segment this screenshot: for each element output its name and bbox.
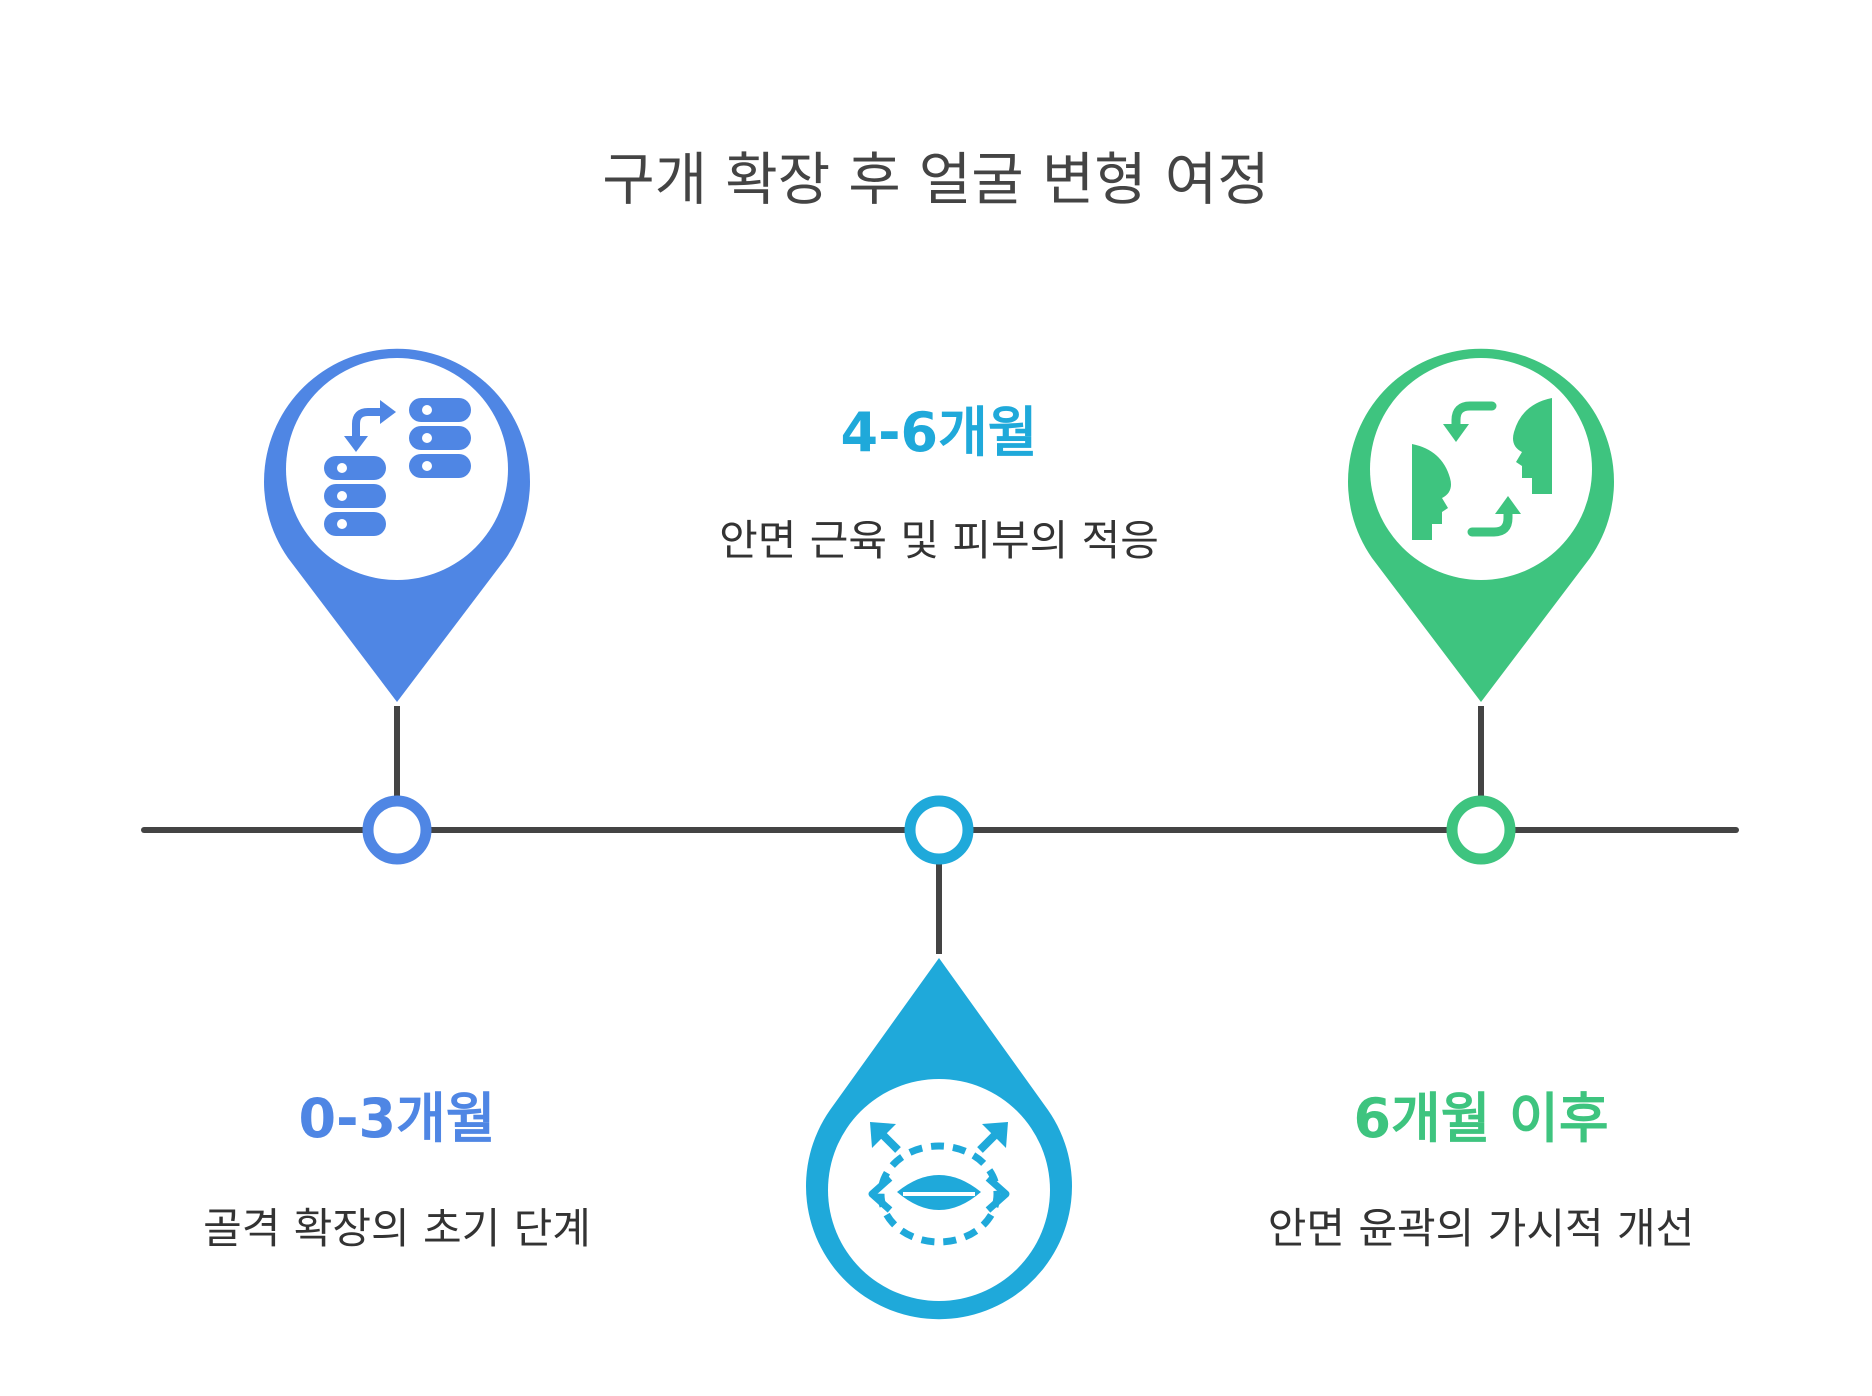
stage-label-3: 6개월 이후 xyxy=(1353,1087,1609,1150)
stage-label-2: 4-6개월 xyxy=(840,401,1038,464)
lips-expand-icon xyxy=(868,1122,1010,1246)
stage-description-1: 골격 확장의 초기 단계 xyxy=(203,1204,591,1253)
stage-description-2: 안면 근육 및 피부의 적응 xyxy=(719,516,1159,565)
page-title: 구개 확장 후 얼굴 변형 여정 xyxy=(602,147,1270,213)
timeline-node-3 xyxy=(1446,795,1516,865)
pin-stage-1 xyxy=(264,348,530,702)
stage-label-1: 0-3개월 xyxy=(298,1087,496,1150)
stage-description-3: 안면 윤곽의 가시적 개선 xyxy=(1267,1204,1695,1253)
face-transform-icon xyxy=(1412,398,1552,540)
pin-stage-2 xyxy=(806,958,1072,1320)
timeline-node-1 xyxy=(362,795,432,865)
timeline-node-2 xyxy=(904,795,974,865)
stacked-layers-arrow-icon xyxy=(324,398,471,536)
